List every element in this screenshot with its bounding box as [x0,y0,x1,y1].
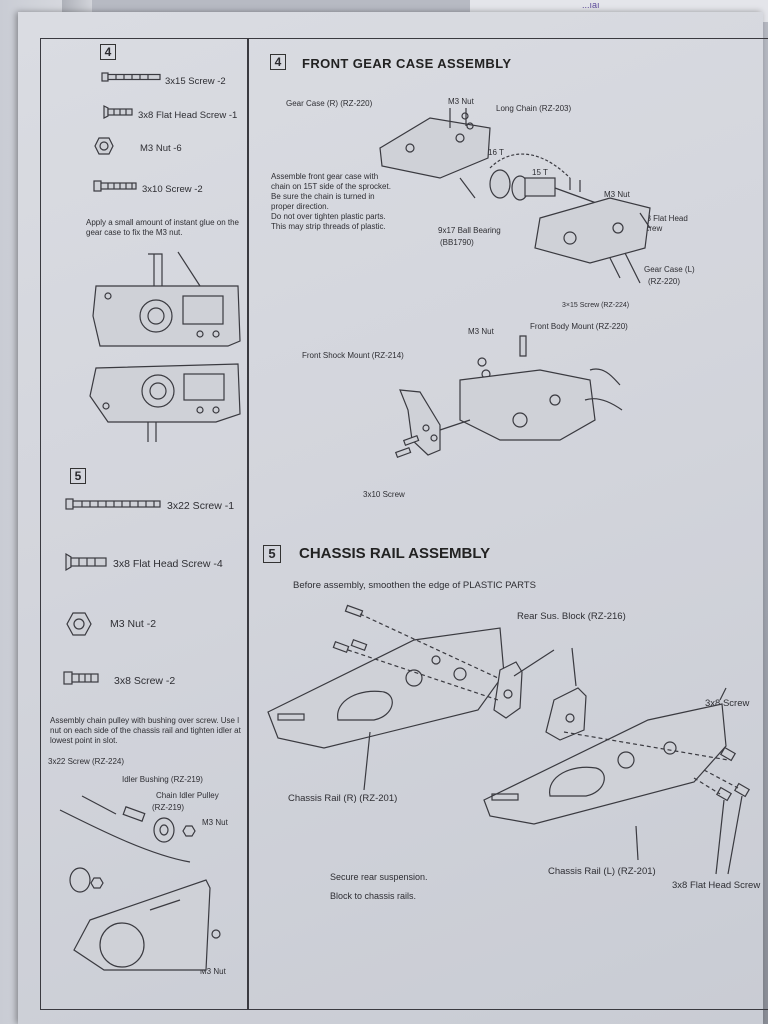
callout-label: Idler Bushing (RZ-219) [122,775,203,784]
part-label: 3x8 Screw -2 [114,675,176,687]
manual-page [18,12,763,1024]
instruction-line: chain on 15T side of the sprocket. [271,182,391,191]
part-label: M3 Nut -2 [110,618,157,630]
screw-icon [63,671,99,685]
instruction-line: Do not over tighten plastic parts. [271,212,386,221]
part-label: 3x15 Screw -2 [165,76,226,87]
flat-screw-icon [103,105,133,119]
callout-label: M3 Nut [200,967,226,976]
step-title: CHASSIS RAIL ASSEMBLY [299,545,491,562]
screw-icon [93,180,137,192]
idler-pulley-drawing [59,795,221,971]
part-label: 3x22 Screw -1 [167,500,235,512]
nut-icon [94,137,114,155]
callout-label: M3 Nut [202,818,228,827]
screw-icon [101,72,161,82]
callout-label: Chain Idler Pulley [156,791,219,800]
part-label: 3x10 Screw -2 [142,184,203,195]
instruction-line: Secure rear suspension. [330,872,428,882]
instruction-line: This may strip threads of plastic. [271,222,386,231]
step-number: 5 [263,545,281,563]
callout-label: Front Body Mount (RZ-220) [530,322,628,331]
callout-label: M3 Nut [468,327,494,336]
part-label: 3x8 Flat Head Screw -1 [138,110,238,121]
glue-note: Apply a small amount of instant glue on … [86,218,239,237]
callout-label: Rear Sus. Block (RZ-216) [517,611,626,622]
step4-instructions: Assemble front gear case with chain on 1… [271,172,441,232]
instruction-line: Assemble front gear case with [271,172,379,181]
callout-label: Long Chain (RZ-203) [496,104,572,113]
callout-label: Screw [640,224,663,233]
step-number: 4 [270,54,286,70]
callout-label: 3×15 Screw (RZ-224) [562,302,630,309]
instruction-line: Block to chassis rails. [330,891,417,901]
page-frame [40,38,768,1010]
screw-icon [65,498,161,510]
callout-label: (BB1790) [440,238,474,247]
flat-screw-icon [65,552,107,572]
callout-label: 3x10 Screw [363,490,405,499]
callout-label: 3x22 Screw (RZ-224) [48,757,125,766]
callout-label: Gear Case (L) [644,265,695,274]
callout-label: M3 Nut [604,190,630,199]
pulley-note: Assembly chain pulley with bushing over … [50,716,241,745]
callout-label: (RZ-219) [152,803,185,812]
step-title: FRONT GEAR CASE ASSEMBLY [302,56,512,71]
callout-label: Chassis Rail (L) (RZ-201) [548,866,656,877]
callout-label: 15 T [532,168,548,177]
gear-case-drawing [89,251,241,442]
gear-case-exploded-drawing [379,108,651,284]
part-label: M3 Nut -6 [140,143,182,154]
parts-step-number: 4 [100,44,116,60]
column-divider [247,38,249,1010]
callout-label: Chassis Rail (R) (RZ-201) [288,793,398,804]
callout-label: M3 Nut [448,97,474,106]
callout-label: Front Shock Mount (RZ-214) [302,351,404,360]
instruction-line: Be sure the chain is turned in [271,192,375,201]
parts-step-number: 5 [70,468,86,484]
callout-label: 3x8 Flat Head Screw [672,880,761,891]
top-sheet-text: ...ıaı [582,0,600,10]
callout-label: 9x17 Ball Bearing [438,226,501,235]
front-mount-drawing [394,335,623,458]
callout-label: (RZ-220) [648,277,681,286]
callout-label: 3x8 Flat Head [638,214,688,223]
callout-label: Gear Case (R) (RZ-220) [286,99,373,108]
callout-label: 3x8 Screw [705,698,750,709]
instruction-line: proper direction. [271,202,329,211]
chassis-rail-drawing [267,604,751,875]
callout-label: 16 T [488,148,504,157]
step-subtitle: Before assembly, smoothen the edge of PL… [293,580,536,591]
step5-instructions: Secure rear suspension. Block to chassis… [330,872,428,902]
part-label: 3x8 Flat Head Screw -4 [113,558,223,570]
nut-icon [66,612,92,636]
